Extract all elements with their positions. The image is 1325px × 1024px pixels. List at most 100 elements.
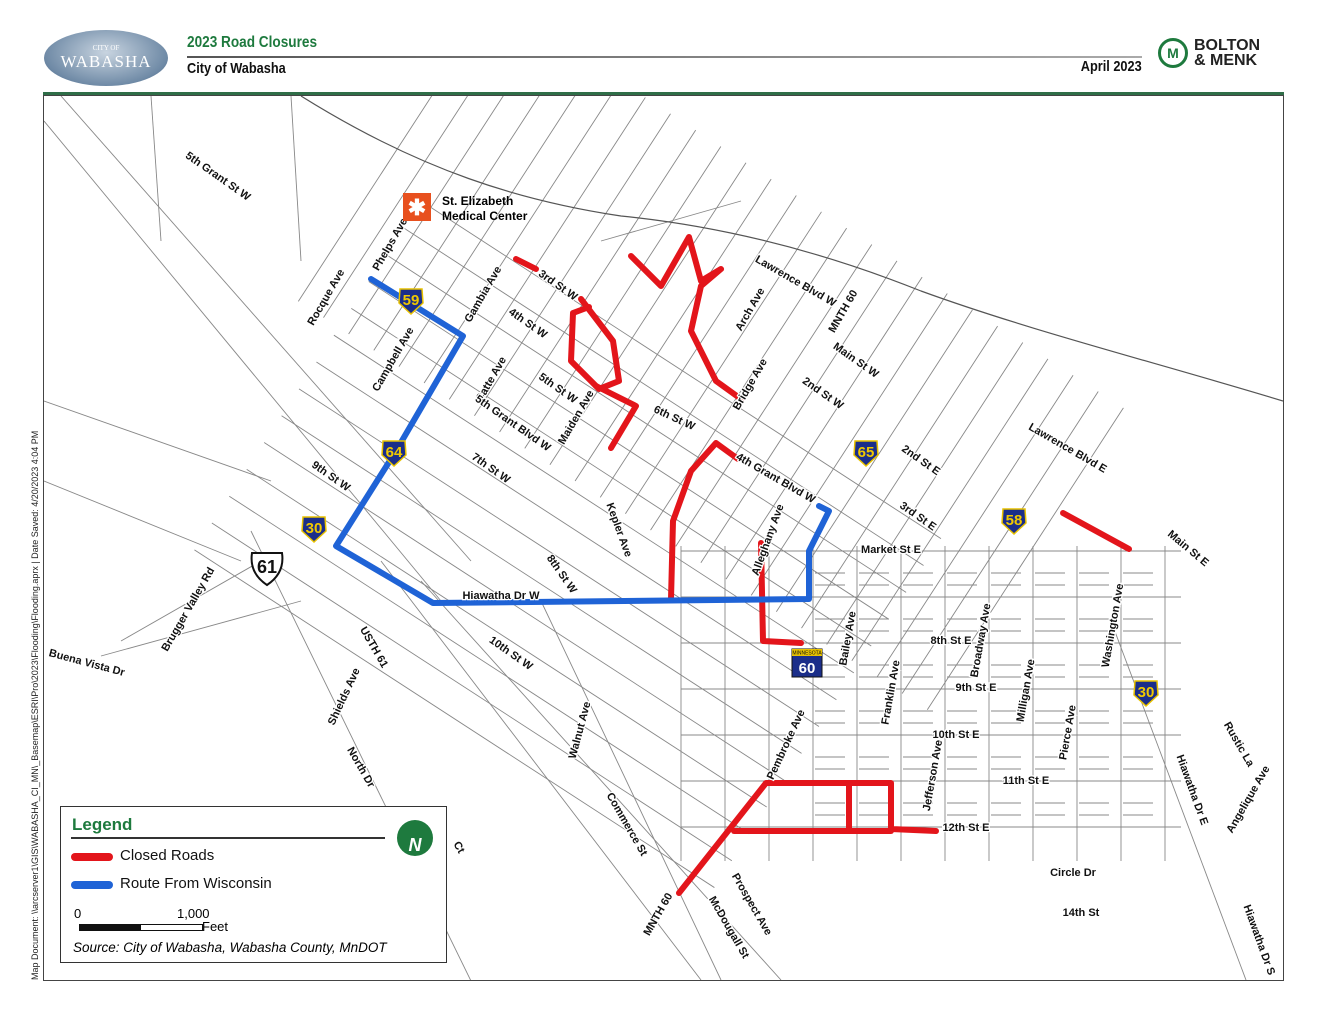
hospital-poi[interactable]: ✱ St. Elizabeth Medical Center — [403, 193, 528, 223]
closed-road-segment[interactable] — [1060, 510, 1132, 552]
street-line — [540, 600, 722, 980]
street-line — [290, 96, 302, 262]
svg-text:59: 59 — [403, 292, 420, 309]
street-label: Arch Ave — [733, 286, 767, 333]
street-label: 12th St E — [942, 822, 989, 834]
route-segment[interactable] — [333, 276, 832, 606]
scale-max: 1,000 — [177, 906, 210, 921]
legend: Legend N Closed Roads Route From Wiscons… — [60, 806, 447, 963]
street-line — [420, 200, 942, 540]
legend-label-closed: Closed Roads — [120, 847, 215, 864]
street-label: 5th Grant St W — [183, 150, 253, 204]
street-label: Hiawatha Dr E — [1174, 753, 1211, 827]
route-from-wisconsin — [333, 276, 832, 606]
source-note: Source: City of Wabasha, Wabasha County,… — [73, 940, 387, 955]
firm-name-2: & MENK — [1194, 52, 1258, 69]
poi-label-2: Medical Center — [442, 209, 528, 223]
scale-unit: Feet — [202, 919, 229, 934]
street-label: Commerce St — [604, 791, 650, 859]
closed-road-segment[interactable] — [513, 256, 539, 272]
street-label: 2nd St E — [899, 443, 942, 478]
street-label: Lawrence Blvd W — [753, 253, 838, 309]
legend-title: Legend — [72, 815, 133, 834]
street-line — [851, 358, 1049, 662]
closed-road-segment[interactable] — [593, 383, 639, 451]
frame-top-rule — [43, 92, 1284, 95]
closed-road-segment[interactable] — [668, 440, 741, 602]
legend-divider — [71, 837, 385, 839]
street-label: Bridge Ave — [731, 357, 770, 413]
svg-text:MINNESOTA: MINNESOTA — [792, 651, 822, 657]
street-label: Hiawatha Dr S — [1241, 903, 1278, 977]
street-line — [211, 522, 733, 862]
legend-swatch-closed — [71, 853, 113, 861]
street-line — [474, 113, 671, 416]
street-label: Brugger Valley Rd — [160, 565, 218, 653]
street-line — [675, 244, 873, 547]
street-line — [650, 227, 848, 531]
street-line — [876, 374, 1074, 678]
street-line — [420, 580, 782, 980]
street-label: 9th St W — [309, 459, 352, 494]
street-line — [246, 468, 767, 808]
street-label: 9th St E — [956, 682, 997, 694]
street-label: 14th St — [1063, 907, 1100, 919]
firm-logo: M BOLTON& MENK — [1158, 38, 1260, 69]
closed-road-segment[interactable] — [628, 234, 744, 402]
street-line — [281, 415, 802, 754]
street-label: Pierce Ave — [1057, 704, 1078, 761]
street-line — [926, 407, 1124, 711]
street-label: Lawrence Blvd E — [1026, 421, 1108, 475]
street-line — [574, 178, 772, 482]
street-label: North Dr — [344, 745, 377, 790]
us-route-shield-icon: 61 — [250, 552, 284, 587]
street-line — [297, 96, 433, 302]
county-route-shield-icon: 65 — [853, 440, 879, 468]
street-label: Gambia Ave — [463, 264, 505, 324]
street-label: 3rd St W — [536, 268, 580, 304]
street-label: Angelique Ave — [1224, 764, 1272, 835]
county-route-shield-icon: 30 — [1133, 680, 1159, 708]
county-route-shield-icon: 58 — [1001, 508, 1027, 536]
river-shoreline — [300, 96, 1283, 402]
street-label: 10th St W — [487, 634, 535, 673]
city-logo: CITY OF WABASHA — [44, 30, 168, 86]
street-line — [333, 334, 855, 674]
scale-bar — [79, 924, 203, 931]
svg-text:61: 61 — [257, 557, 277, 577]
street-label: MNTH 60 — [641, 891, 675, 938]
street-line — [625, 211, 822, 514]
closed-road-segment[interactable] — [568, 296, 622, 392]
logo-text-top: CITY OF — [92, 44, 120, 52]
street-label: Market St E — [861, 544, 921, 556]
street-label: 8th St E — [931, 635, 972, 647]
svg-text:65: 65 — [858, 444, 875, 461]
street-line — [120, 560, 262, 642]
street-label: 11th St E — [1003, 775, 1049, 787]
street-line — [380, 560, 702, 980]
map-date: April 2023 — [1081, 58, 1142, 75]
street-label: Pembroke Ave — [765, 708, 808, 782]
street-line — [448, 97, 646, 400]
street-line — [499, 129, 697, 433]
street-line — [403, 227, 924, 566]
closed-roads — [513, 234, 1132, 896]
map-document-note: Map Document: \\arcserver1\GIS\WABASHA_C… — [30, 430, 40, 980]
closed-road-segment[interactable] — [676, 780, 939, 896]
street-line — [263, 442, 785, 781]
street-line — [750, 293, 948, 596]
street-label: 4th Grant Blvd W — [734, 451, 818, 506]
street-line — [323, 96, 468, 318]
street-label: 4th St W — [506, 306, 549, 341]
street-label: Shields Ave — [326, 666, 363, 727]
street-line — [100, 600, 302, 657]
closed-road-segment[interactable] — [758, 540, 804, 646]
street-label: Kepler Ave — [603, 501, 634, 558]
legend-label-route: Route From Wisconsin — [120, 875, 272, 892]
street-line — [44, 480, 242, 562]
header-divider — [187, 56, 1142, 58]
street-line — [229, 495, 750, 835]
